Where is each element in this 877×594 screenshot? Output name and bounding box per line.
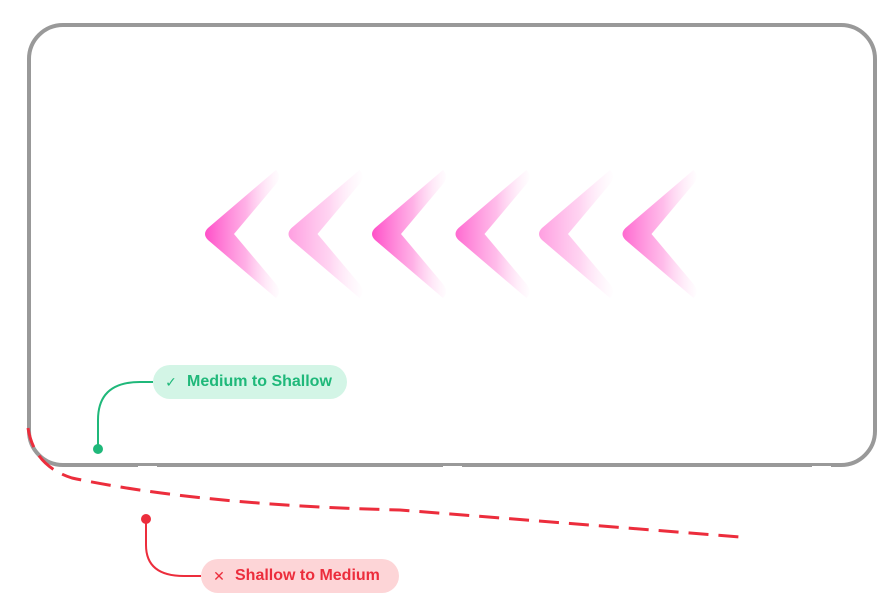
medium-to-shallow-text: Medium to Shallow <box>187 373 332 390</box>
good-leader-line <box>97 381 153 448</box>
x-icon: ✕ <box>213 567 225 584</box>
medium-frame <box>27 23 877 467</box>
good-anchor-dot <box>93 444 103 454</box>
medium-to-shallow-label: ✓ Medium to Shallow <box>153 365 347 399</box>
check-icon: ✓ <box>165 373 177 390</box>
chevron-left-icon <box>539 170 613 298</box>
bad-anchor-dot <box>141 514 151 524</box>
chevron-left-icon <box>622 170 697 298</box>
shallow-to-medium-text: Shallow to Medium <box>235 567 380 584</box>
chevron-left-icon <box>205 170 279 298</box>
shallow-to-medium-label: ✕ Shallow to Medium <box>201 559 399 593</box>
bad-leader-line <box>145 520 201 577</box>
chevron-left-icon <box>372 170 446 298</box>
frame-joints <box>138 461 831 468</box>
shallow-dashed-curve <box>26 427 741 539</box>
chevron-left-icon <box>288 170 363 298</box>
chevron-row <box>205 170 697 298</box>
chevron-left-icon <box>455 170 530 298</box>
